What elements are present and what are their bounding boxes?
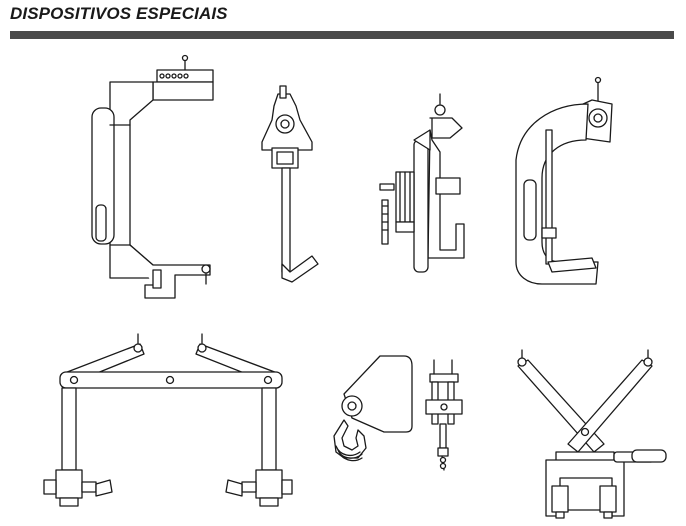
- spreader-beam-illustration: [44, 334, 292, 506]
- scissor-clamp-illustration: [518, 350, 666, 518]
- vertical-plate-clamp-illustration: [262, 86, 318, 282]
- beam-flange-clamp-illustration: [380, 94, 464, 272]
- hook-and-clamp-illustration: [334, 356, 462, 470]
- title-underline: [10, 31, 674, 39]
- curved-c-clamp-illustration: [516, 78, 612, 285]
- page-title: DISPOSITIVOS ESPECIAIS: [10, 4, 228, 23]
- c-hook-lifter-illustration: [92, 56, 213, 299]
